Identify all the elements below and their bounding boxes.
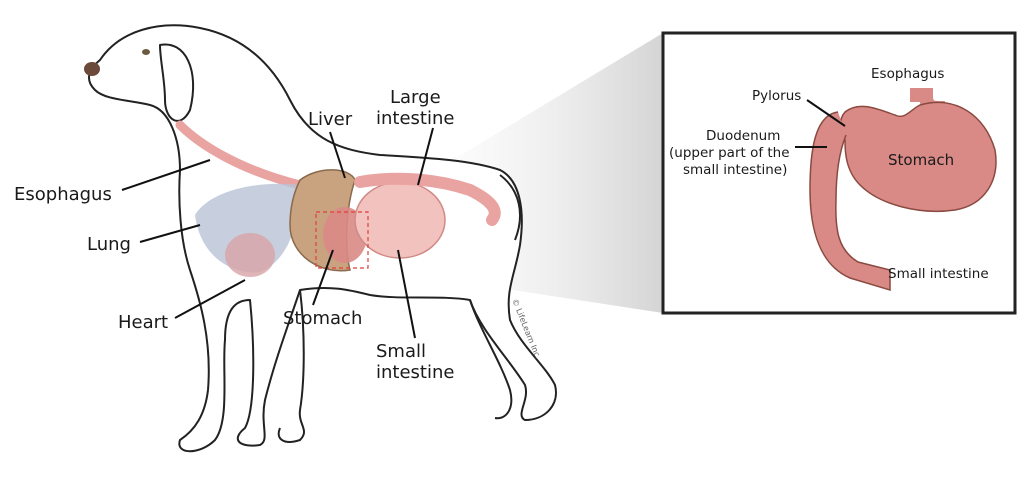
esophagus-organ bbox=[175, 120, 305, 190]
inset-label-esophagus: Esophagus bbox=[871, 66, 944, 82]
inset-label-duodenum-note-2: small intestine) bbox=[683, 162, 787, 178]
label-esophagus: Esophagus bbox=[14, 184, 112, 205]
zoom-region-marker bbox=[315, 211, 369, 269]
label-stomach: Stomach bbox=[283, 308, 362, 329]
inset-panel: Esophagus Pylorus Duodenum (upper part o… bbox=[661, 31, 1017, 315]
inset-label-stomach: Stomach bbox=[888, 151, 954, 169]
heart-organ bbox=[225, 233, 275, 277]
inset-label-small-intestine: Small intestine bbox=[888, 266, 989, 282]
label-lung: Lung bbox=[87, 234, 131, 255]
inset-stomach bbox=[839, 101, 997, 213]
dog-eye bbox=[142, 49, 150, 55]
dog-nose bbox=[84, 62, 100, 76]
inset-label-duodenum: Duodenum bbox=[706, 128, 780, 144]
label-large-intestine-line1: Large bbox=[390, 87, 441, 108]
label-heart: Heart bbox=[118, 312, 168, 333]
label-large-intestine-line2: intestine bbox=[376, 108, 454, 129]
inset-label-duodenum-note-1: (upper part of the bbox=[669, 145, 790, 161]
label-small-intestine-line2: intestine bbox=[376, 362, 454, 383]
inset-duodenum bbox=[809, 111, 891, 292]
label-small-intestine-line1: Small bbox=[376, 341, 426, 362]
large-intestine-organ bbox=[354, 172, 501, 226]
leader-lines bbox=[121, 127, 434, 339]
inset-label-pylorus: Pylorus bbox=[752, 88, 801, 104]
label-liver: Liver bbox=[308, 109, 353, 130]
